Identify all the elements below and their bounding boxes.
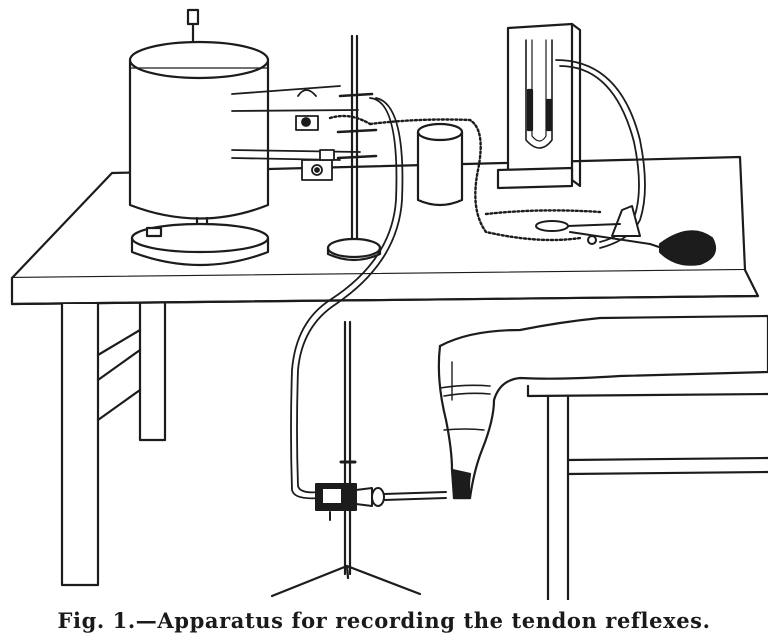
table-leg-back-left [138,302,167,442]
manometer-board [506,22,574,184]
figure-caption: Fig. 1.—Apparatus for recording the tend… [57,608,711,633]
tube-dotted [368,118,582,242]
drum-base-side [130,236,270,267]
manometer-u-tube [525,39,553,149]
drum-cylinder [128,58,270,220]
table-brace [96,348,142,422]
tube-main [290,97,398,500]
apparatus-illustration [10,8,768,600]
leg-strap [439,384,491,397]
valve-stand [611,205,641,237]
recording-tambour [315,483,447,521]
table-leg-front-left [60,302,100,587]
manometer [496,22,582,190]
patient-leg [437,314,768,500]
glass-cylinder [416,122,464,207]
pump-bulb-assembly [535,205,716,266]
thigh [438,314,768,402]
rubber-bulb [659,230,716,266]
kymograph-drum [128,8,270,267]
writing-levers [231,85,361,181]
floor-stand [270,320,422,598]
bench-top [526,384,768,398]
bench-leg [546,394,570,600]
bench [526,384,768,600]
retort-stand-table [326,34,382,262]
tripod-legs [270,564,422,598]
drum-top [128,40,270,80]
rubber-tubing [290,59,646,500]
